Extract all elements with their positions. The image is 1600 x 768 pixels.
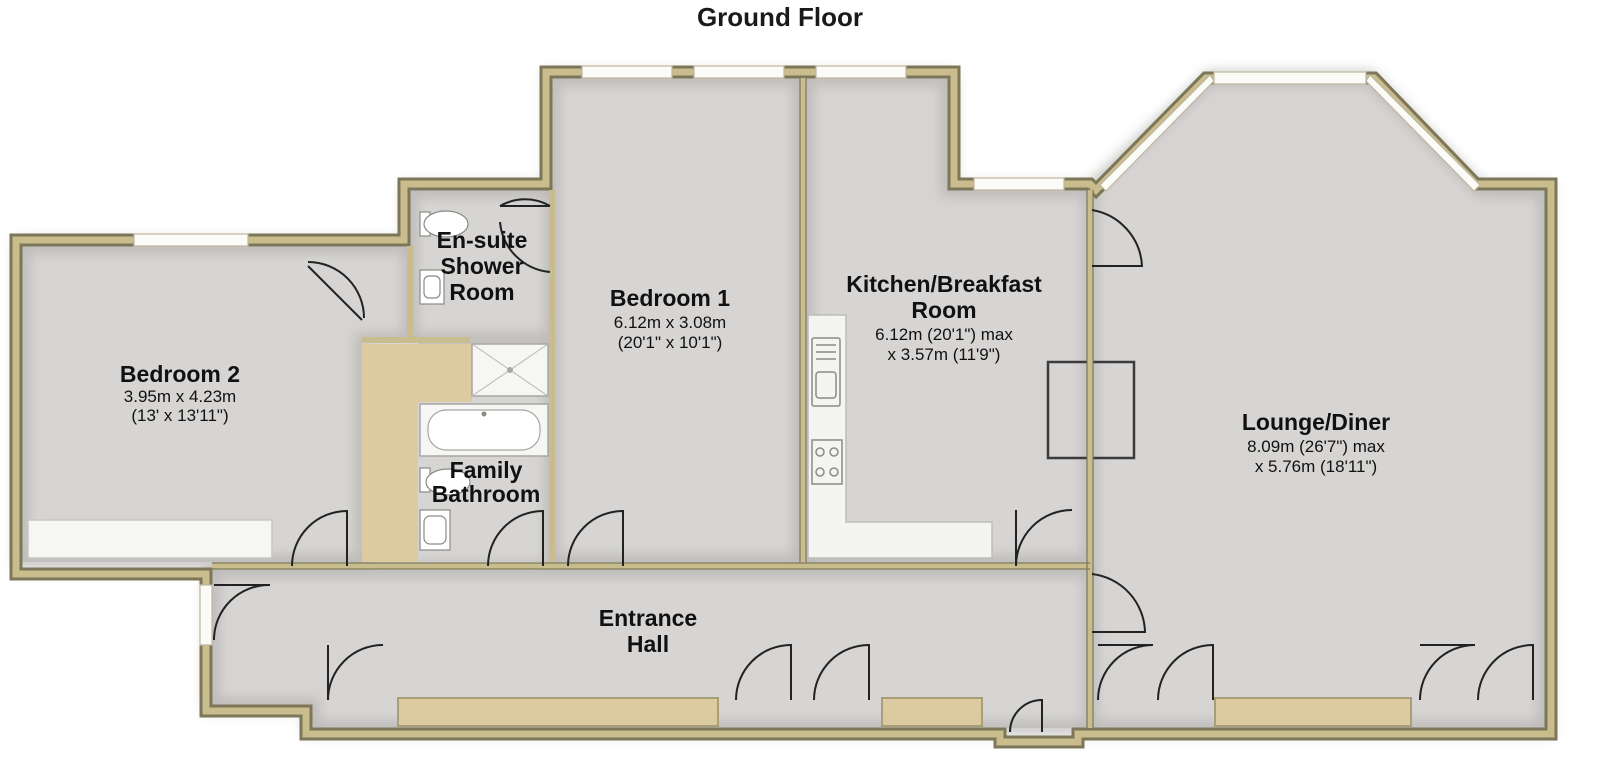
bedroom-1-name: Bedroom 1: [610, 285, 730, 311]
room-floors: [22, 78, 1545, 728]
hob-icon: [811, 439, 843, 485]
ensuite-name1: En-suite: [437, 227, 528, 253]
label-bathroom: Family Bathroom: [432, 457, 541, 507]
lounge-dim1: 8.09m (26'7") max: [1247, 437, 1385, 456]
lounge-dim2: x 5.76m (18'11"): [1255, 457, 1377, 476]
floor-lounge: [1090, 78, 1545, 728]
hall-name1: Entrance: [599, 605, 697, 631]
bedroom-2-dim2: (13' x 13'11"): [131, 406, 228, 425]
label-bedroom-1: Bedroom 1 6.12m x 3.08m (20'1" x 10'1"): [610, 285, 730, 352]
label-kitchen: Kitchen/Breakfast Room 6.12m (20'1") max…: [846, 271, 1042, 364]
ensuite-basin-icon: [419, 269, 445, 305]
kitchen-dim2: x 3.57m (11'9"): [888, 345, 1001, 364]
lounge-cabinet: [1214, 697, 1412, 727]
ensuite-name3: Room: [449, 279, 514, 305]
floor-bedroom-1: [552, 78, 800, 562]
floor-kitchen: [806, 78, 1090, 562]
hall-name2: Hall: [627, 631, 669, 657]
floor-hall: [212, 570, 1090, 728]
bathroom-basin-icon: [419, 509, 451, 551]
bedroom-2-name: Bedroom 2: [120, 361, 240, 387]
bedroom-1-dim1: 6.12m x 3.08m: [614, 313, 726, 332]
floor-bedroom-2: [22, 246, 410, 562]
kitchen-dim1: 6.12m (20'1") max: [875, 325, 1013, 344]
bedroom-2-dim1: 3.95m x 4.23m: [124, 387, 236, 406]
hall-cupboard-right: [881, 697, 983, 727]
window-icon: [133, 65, 1481, 646]
bathroom-name1: Family: [450, 457, 523, 483]
bathroom-cabinet-top: [362, 344, 472, 402]
label-hall: Entrance Hall: [599, 605, 697, 657]
label-lounge: Lounge/Diner 8.09m (26'7") max x 5.76m (…: [1242, 409, 1390, 476]
shower-tray-icon: [471, 343, 549, 397]
label-bedroom-2: Bedroom 2 3.95m x 4.23m (13' x 13'11"): [120, 361, 240, 425]
walls: [9, 65, 1558, 749]
lounge-name: Lounge/Diner: [1242, 409, 1390, 435]
hall-cupboard-left: [397, 697, 719, 727]
ensuite-name2: Shower: [440, 253, 523, 279]
bathroom-name2: Bathroom: [432, 481, 541, 507]
toilet-icon: [419, 210, 469, 238]
bedroom-2-wardrobe: [27, 519, 273, 559]
label-ensuite: En-suite Shower Room: [437, 227, 528, 305]
kitchen-name2: Room: [911, 297, 976, 323]
door-swing-icon: [213, 198, 1534, 733]
bathtub-icon: [419, 403, 549, 457]
kitchen-worktop: [807, 314, 993, 559]
floor-title: Ground Floor: [697, 2, 863, 32]
sink-icon: [811, 337, 841, 407]
kitchen-name1: Kitchen/Breakfast: [846, 271, 1042, 297]
bathroom-toilet-icon: [419, 467, 471, 496]
bedroom-1-dim2: (20'1" x 10'1"): [618, 333, 723, 352]
